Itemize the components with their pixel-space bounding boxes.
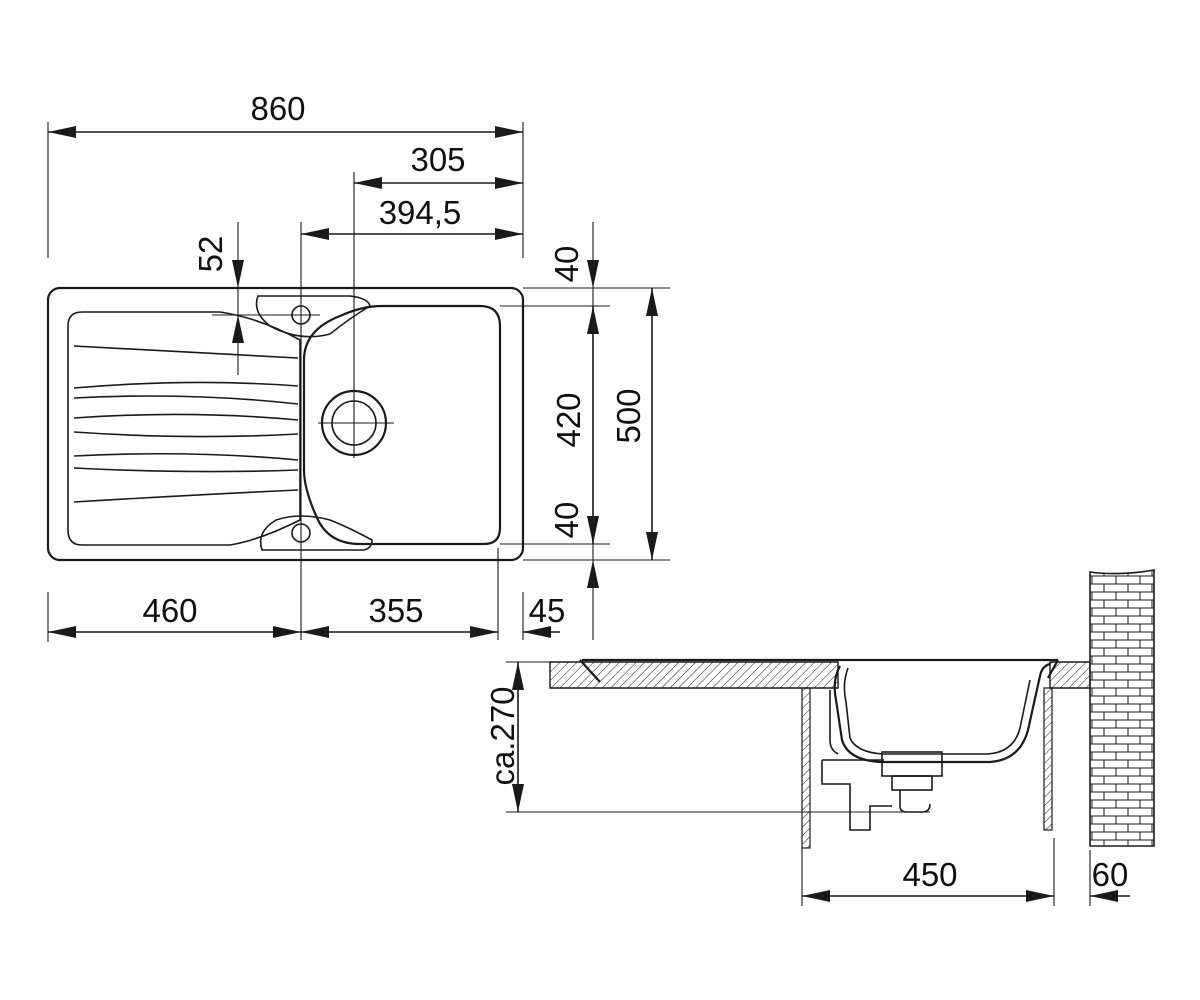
dim-tap-hole-offset: 394,5: [379, 194, 462, 231]
dim-overall-depth: 500: [610, 388, 647, 443]
dim-bowl-depth: 420: [550, 392, 587, 447]
section-dimension-lines: [506, 661, 1130, 906]
brick-wall: [1089, 569, 1155, 847]
cabinet-right-panel: [1043, 687, 1053, 831]
drainer-grooves: [73, 345, 299, 503]
dim-bowl-length: 355: [368, 592, 423, 629]
construction-lines: [47, 122, 670, 642]
dim-wall-gap: 60: [1092, 856, 1129, 893]
dimension-lines: [48, 126, 658, 638]
dim-right-margin: 45: [529, 592, 566, 629]
sink-top-view: [46, 286, 525, 562]
dimension-labels: 860 305 394,5 52 40 420 500 40 460 355 4…: [142, 90, 1128, 893]
dim-bowl-width: 305: [410, 141, 465, 178]
dim-drainer-length: 460: [142, 592, 197, 629]
drainer-outline: [67, 311, 301, 546]
bowl-section: [833, 662, 1051, 764]
sink-outer-rim: [46, 286, 525, 562]
dim-tap-hole-depth: 52: [192, 236, 229, 273]
waste-fitting: [821, 690, 943, 831]
sink-section-view: [549, 569, 1155, 849]
cabinet-left-panel: [801, 687, 811, 849]
dim-install-depth: ca.270: [484, 686, 521, 785]
dim-top-margin: 40: [548, 246, 585, 283]
worktop-right: [1049, 661, 1091, 689]
tap-platform-bottom: [259, 515, 373, 551]
sink-rim-section: [579, 658, 1059, 683]
tap-platform-top: [255, 295, 371, 338]
bowl-outline: [302, 304, 502, 546]
dim-bottom-margin: 40: [548, 502, 585, 539]
dim-cabinet-width: 450: [902, 856, 957, 893]
worktop-left: [549, 661, 839, 689]
dim-overall-width: 860: [250, 90, 305, 127]
